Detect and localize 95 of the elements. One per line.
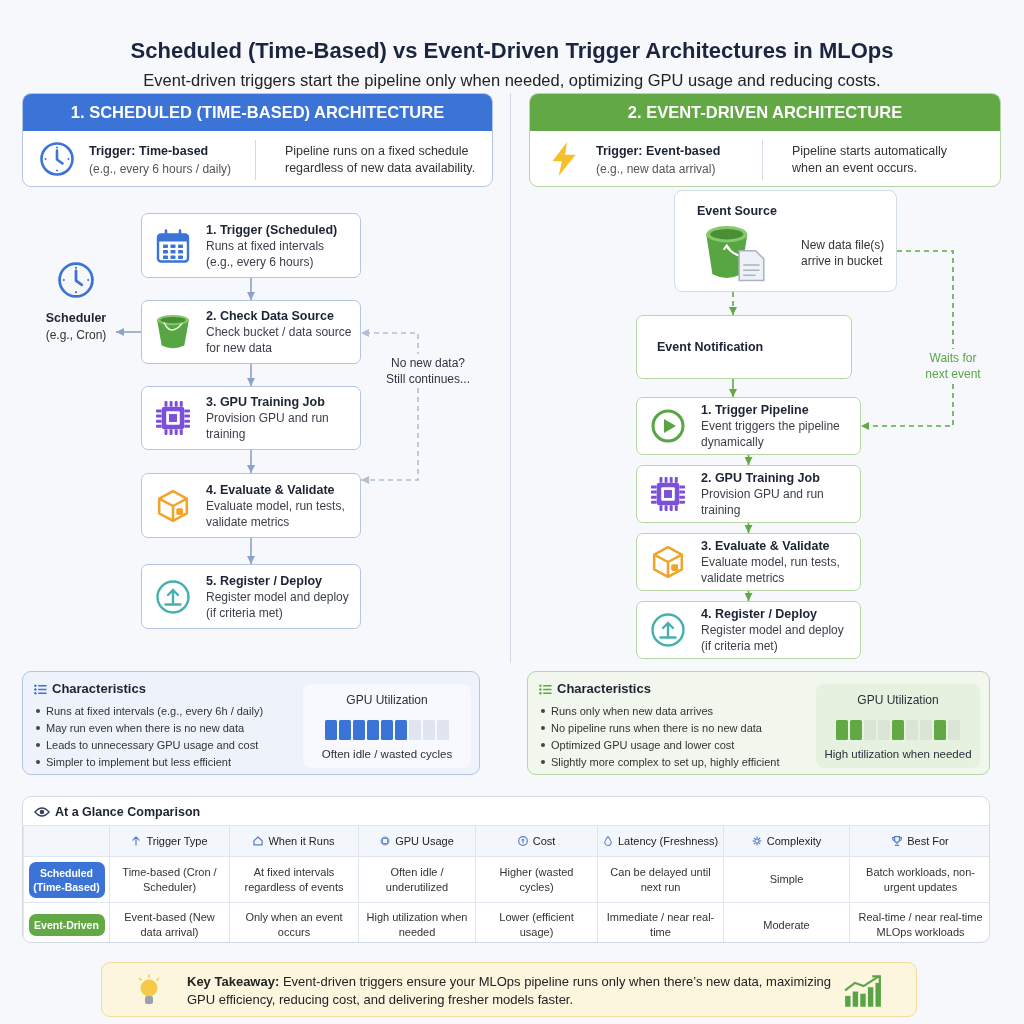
bullet-item: Leads to unnecessary GPU usage and cost xyxy=(46,738,259,752)
takeaway-banner xyxy=(101,962,917,1017)
step-title: 3. Evaluate & Validate xyxy=(701,538,830,554)
step-title: 1. Trigger (Scheduled) xyxy=(206,221,338,238)
subtitle: Event-driven triggers start the pipeline only when needed, optimizing GPU usage and reducing costs. xyxy=(143,71,881,90)
step-description: Event triggers the pipeline dynamically xyxy=(701,418,841,450)
process-box xyxy=(141,300,361,364)
dashed-arrow xyxy=(860,250,954,430)
panel-heading: At a Glance Comparison xyxy=(55,804,201,820)
column-header: Best For xyxy=(907,834,949,847)
arrow xyxy=(729,378,737,398)
takeaway-text: Key Takeaway: Event-driven triggers ensure your MLOps pipeline runs only when there’s new data, maximizing GPU efficiency, reducing cost, and delivering fresher models faster. xyxy=(187,973,833,1008)
card-title: GPU Utilization xyxy=(857,693,939,708)
bullet-item: May run even when there is no new data xyxy=(46,721,245,735)
table-cell: Higher (wasted cycles) xyxy=(475,856,598,903)
arrow xyxy=(744,590,753,602)
trigger-description: Pipeline runs on a fixed schedule regardless of new data availability. xyxy=(285,143,477,177)
table-cell: Often idle / underutilized xyxy=(358,856,476,903)
arrow xyxy=(247,277,255,301)
trigger-type: Trigger: Time-based xyxy=(89,143,209,160)
step-description: Provision GPU and run training xyxy=(206,410,330,442)
step-description: Register model and deploy (if criteria met) xyxy=(206,588,350,621)
card-title: GPU Utilization xyxy=(346,693,428,708)
trigger-example: (e.g., every 6 hours / daily) xyxy=(89,161,232,177)
row-label: Event-Driven xyxy=(28,914,105,936)
table-cell: Simple xyxy=(723,856,850,903)
step-title: 5. Register / Deploy xyxy=(206,572,322,589)
box-title: Event Source xyxy=(697,203,777,220)
table-cell: Time-based (Cron / Scheduler) xyxy=(109,856,230,903)
step-title: 2. Check Data Source xyxy=(206,308,334,324)
utilization-card xyxy=(303,684,471,768)
step-description: Provision GPU and run training xyxy=(701,486,825,518)
trigger-description: Pipeline starts automatically when an event occurs. xyxy=(792,143,948,177)
step-title: 4. Evaluate & Validate xyxy=(206,481,335,498)
column-header: Trigger Type xyxy=(146,834,208,847)
box-description: New data file(s) arrive in bucket xyxy=(801,237,886,269)
header-band: 2. EVENT-DRIVEN ARCHITECTURE xyxy=(530,94,1000,131)
table-cell: At fixed intervals regardless of events xyxy=(229,856,359,903)
dashed-arrow xyxy=(729,291,737,316)
column-header: GPU Usage xyxy=(395,834,454,847)
column-header: When it Runs xyxy=(268,834,335,847)
dashed-arrow xyxy=(360,329,419,484)
arrow xyxy=(744,454,753,466)
step-description: Register model and deploy (if criteria met) xyxy=(701,622,845,654)
process-box xyxy=(636,601,861,659)
architecture-card xyxy=(22,93,493,187)
bullet-item: Runs at fixed intervals (e.g., every 6h / daily) xyxy=(46,704,264,718)
column-header: Cost xyxy=(532,834,556,847)
step-title: 2. GPU Training Job xyxy=(701,470,820,486)
process-box xyxy=(141,564,361,629)
title: Scheduled (Time-Based) vs Event-Driven Trigger Architectures in MLOps xyxy=(130,37,894,64)
source-box xyxy=(674,190,897,292)
step-description: Evaluate model, run tests, validate metrics xyxy=(206,497,346,530)
table-cell: Can be delayed until next run xyxy=(597,856,724,903)
process-box xyxy=(141,386,361,450)
step-title: Event Notification xyxy=(657,339,764,355)
arrow xyxy=(744,522,753,534)
arrow xyxy=(247,363,255,387)
panel-heading: Characteristics xyxy=(557,680,651,697)
panel-heading: Characteristics xyxy=(52,680,146,697)
step-description: Check bucket / data source for new data xyxy=(206,324,353,356)
card-caption: Often idle / wasted cycles xyxy=(321,747,453,762)
column-header: Complexity xyxy=(766,834,822,847)
step-description: Evaluate model, run tests, validate metrics xyxy=(701,554,841,586)
process-box xyxy=(141,213,361,278)
trigger-example: (e.g., new data arrival) xyxy=(596,161,716,177)
step-description: Runs at fixed intervals (e.g., every 6 hours) xyxy=(206,237,326,270)
step-title: 4. Register / Deploy xyxy=(701,606,817,622)
row-label: Scheduled (Time-Based) xyxy=(28,861,105,898)
process-box xyxy=(636,533,861,591)
architecture-card xyxy=(529,93,1001,187)
arrow xyxy=(247,537,255,565)
step-title: 1. Trigger Pipeline xyxy=(701,402,809,418)
info-panel xyxy=(22,671,480,775)
column-header: Latency (Freshness) xyxy=(618,834,719,847)
arrow xyxy=(247,449,255,474)
comparison-panel xyxy=(22,796,990,943)
bullet-item: Runs only when new data arrives xyxy=(551,704,714,718)
bullet-item: Simpler to implement but less efficient xyxy=(46,755,232,769)
process-box xyxy=(141,473,361,538)
process-box xyxy=(636,397,861,455)
process-box xyxy=(636,465,861,523)
bullet-item: Optimized GPU usage and lower cost xyxy=(551,738,735,752)
header-band: 1. SCHEDULED (TIME-BASED) ARCHITECTURE xyxy=(23,94,492,131)
trigger-type: Trigger: Event-based xyxy=(596,143,721,160)
node-note: (e.g., Cron) xyxy=(45,327,107,343)
info-panel xyxy=(527,671,990,775)
step-title: 3. GPU Training Job xyxy=(206,394,325,410)
card-caption: High utilization when needed xyxy=(824,747,972,762)
bullet-item: No pipeline runs when there is no new data xyxy=(551,721,762,735)
process-box xyxy=(636,315,852,379)
bullet-item: Slightly more complex to set up, highly efficient xyxy=(551,755,780,769)
utilization-card xyxy=(816,684,980,768)
arrow xyxy=(115,328,142,336)
node-title: Scheduler xyxy=(45,310,107,327)
